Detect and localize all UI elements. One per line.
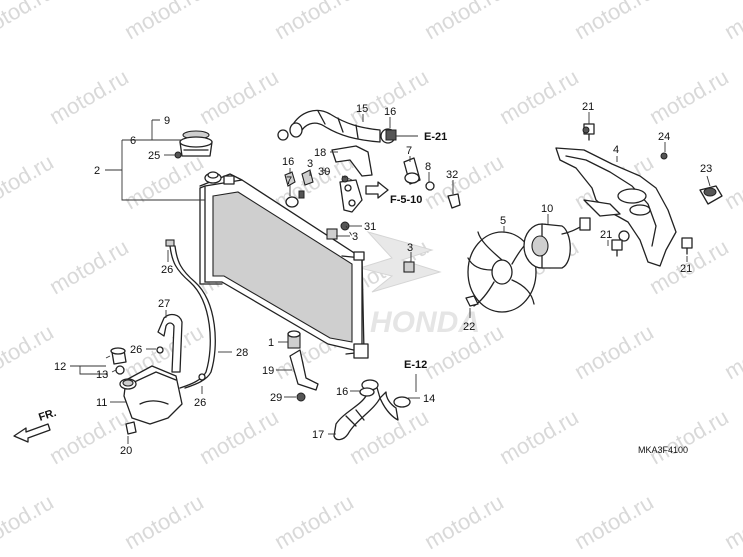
callout-22: 22 [463, 321, 475, 333]
reservoir-bracket [331, 145, 461, 231]
callout-32: 32 [446, 169, 458, 181]
callout-24: 24 [658, 131, 670, 143]
watermark-text: motod.ru [420, 489, 508, 554]
callout-28: 28 [236, 347, 248, 359]
watermark-text: motod.ru [0, 319, 58, 384]
callout-8: 8 [425, 161, 431, 173]
callout-26-top: 26 [161, 264, 173, 276]
callout-5: 5 [500, 215, 506, 227]
watermark-text: motod.ru [645, 404, 733, 469]
watermark-text: motod.ru [0, 489, 58, 554]
watermark-text: motod.ru [270, 0, 358, 44]
callout-27: 27 [158, 298, 170, 310]
callout-4: 4 [613, 144, 619, 156]
callout-6: 6 [130, 135, 136, 147]
watermark-text: motod.ru [495, 404, 583, 469]
watermark-text: motod.ru [420, 0, 508, 44]
callout-3-top: 3 [307, 158, 313, 170]
watermark-text: motod.ru [0, 0, 58, 44]
callout-21-top: 21 [582, 101, 594, 113]
reservoir-tank [110, 347, 183, 435]
callout-7-right: 7 [406, 145, 412, 157]
watermark-text: motod.ru [345, 64, 433, 129]
callout-19: 19 [262, 365, 274, 377]
callout-26-mid: 26 [130, 344, 142, 356]
small-hardware [465, 152, 723, 307]
watermark-text: motod.ru [720, 489, 743, 554]
front-direction-arrow: FR. [13, 407, 58, 443]
callout-25: 25 [148, 150, 160, 162]
callout-11: 11 [96, 397, 107, 409]
ref-e21: E-21 [424, 131, 447, 143]
watermark-text: motod.ru [120, 149, 208, 214]
watermark-text: motod.ru [495, 64, 583, 129]
watermark-text: motod.ru [720, 0, 743, 44]
callout-21-right: 21 [680, 263, 692, 275]
watermark-text: motod.ru [270, 489, 358, 554]
diagram-code: MKA3F4100 [638, 445, 688, 455]
callout-2: 2 [94, 165, 100, 177]
watermark-text: motod.ru [570, 489, 658, 554]
reservoir-hose [156, 313, 183, 373]
radiator-cap [174, 130, 213, 159]
upper-hose [277, 109, 397, 144]
ref-f510: F-5-10 [390, 194, 422, 206]
fan-blade [467, 231, 537, 313]
overflow-tubes [165, 239, 216, 389]
watermark-text: motod.ru [720, 149, 743, 214]
watermark-text: motod.ru [45, 404, 133, 469]
callout-12: 12 [54, 361, 66, 373]
watermark-text: motod.ru [195, 64, 283, 129]
watermark-text: motod.ru [420, 149, 508, 214]
lower-hose [333, 379, 411, 441]
callout-7-left: 7 [286, 175, 292, 187]
callout-29: 29 [270, 392, 282, 404]
callout-numbers: 2 6 9 25 15 16 16 16 3 3 3 30 7 7 18 8 3… [54, 101, 712, 457]
callout-14: 14 [423, 393, 435, 405]
callout-18: 18 [314, 147, 326, 159]
front-label: FR. [37, 407, 58, 424]
watermark-text: motod.ru [645, 64, 733, 129]
callout-30: 30 [318, 166, 330, 178]
watermark-text: motod.ru [720, 319, 743, 384]
watermark-text: motod.ru [570, 0, 658, 44]
lower-bracket [287, 330, 375, 402]
watermark-text: motod.ru [195, 404, 283, 469]
watermark-text: motod.ru [45, 64, 133, 129]
callout-1: 1 [268, 337, 274, 349]
honda-logo: HONDA [358, 231, 480, 339]
callout-21-mid: 21 [600, 229, 612, 241]
radiator-core [199, 171, 369, 359]
watermark-text: motod.ru [0, 149, 58, 214]
fan-motor [523, 217, 591, 269]
honda-logo-text: HONDA [370, 306, 480, 339]
callout-9: 9 [164, 115, 170, 127]
watermark-text: motod.ru [570, 319, 658, 384]
callout-15: 15 [356, 103, 368, 115]
callout-13: 13 [96, 369, 108, 381]
callout-20: 20 [120, 445, 132, 457]
callout-16-top: 16 [384, 106, 396, 118]
callout-3-right: 3 [407, 242, 413, 254]
callout-17: 17 [312, 429, 324, 441]
callout-31: 31 [364, 221, 376, 233]
watermark-text: motod.ru [120, 489, 208, 554]
mounting-bolts [582, 123, 693, 257]
callout-16-left: 16 [282, 156, 294, 168]
callout-23: 23 [700, 163, 712, 175]
callout-3-mid: 3 [352, 231, 358, 243]
fan-shroud [555, 147, 677, 267]
callout-10: 10 [541, 203, 553, 215]
leader-lines [70, 112, 711, 444]
callout-26-bottom: 26 [194, 397, 206, 409]
watermark-text: motod.ru [120, 0, 208, 44]
callout-16-bottom: 16 [336, 386, 348, 398]
watermark-text: motod.ru [45, 234, 133, 299]
ref-e12: E-12 [404, 359, 427, 371]
